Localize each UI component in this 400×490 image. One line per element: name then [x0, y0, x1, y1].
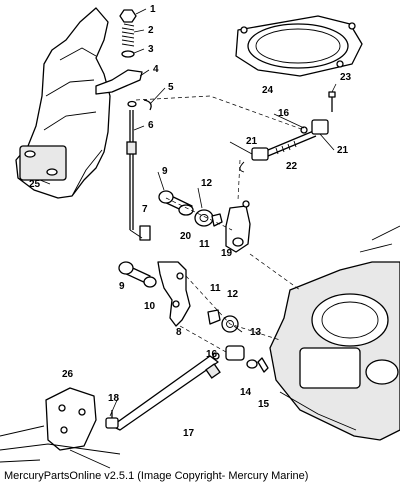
clip-part-7: [129, 225, 151, 241]
callout-label-25: 25: [29, 179, 41, 190]
callout-label-9: 9: [119, 281, 125, 292]
callout-label-18: 18: [108, 393, 120, 404]
upper-bolt-set: [158, 190, 223, 227]
callout-label-2: 2: [148, 25, 154, 36]
callout-label-23: 23: [340, 72, 352, 83]
callout-label-16: 16: [206, 349, 218, 360]
callout-label-11: 11: [210, 283, 221, 294]
callout-label-10: 10: [144, 301, 156, 312]
callout-label-11: 11: [199, 239, 210, 250]
callout-label-17: 17: [183, 428, 195, 439]
callout-label-26: 26: [62, 369, 74, 380]
callout-label-24: 24: [262, 85, 274, 96]
lever-plate-part-8: [157, 261, 191, 327]
callout-label-21: 21: [246, 136, 258, 147]
callout-label-14: 14: [240, 387, 252, 398]
lower-spacer-set: [207, 309, 239, 333]
callout-labels: 1234567899101111121213141516161718192021…: [29, 4, 352, 439]
callout-label-1: 1: [150, 4, 156, 15]
callout-label-3: 3: [148, 44, 154, 55]
floor-bracket-part-26: [0, 387, 121, 469]
callout-label-4: 4: [153, 64, 159, 75]
callout-label-5: 5: [168, 82, 174, 93]
housing-ring-part-24: [235, 15, 363, 77]
callout-label-12: 12: [201, 178, 213, 189]
callout-label-19: 19: [221, 248, 233, 259]
callout-label-6: 6: [148, 120, 154, 131]
callout-label-22: 22: [286, 161, 298, 172]
mounting-bracket-part-25: [15, 7, 111, 199]
callout-label-13: 13: [250, 327, 262, 338]
lower-bolt-set: [118, 261, 157, 288]
callout-label-7: 7: [142, 204, 148, 215]
callout-label-15: 15: [258, 399, 270, 410]
engine-block-part-13: [269, 225, 400, 441]
leader-lines: [39, 8, 337, 417]
callout-label-16: 16: [278, 108, 290, 119]
lower-fitting-set: [212, 345, 269, 373]
shift-rod-part-17: [111, 355, 221, 431]
image-copyright-caption: MercuryPartsOnline v2.5.1 (Image Copyrig…: [4, 470, 309, 482]
alignment-lines: [135, 95, 305, 353]
callout-label-12: 12: [227, 289, 239, 300]
link-rod-assembly: [239, 91, 336, 173]
top-rod-assembly: [95, 9, 152, 230]
callout-label-21: 21: [337, 145, 349, 156]
callout-label-8: 8: [176, 327, 182, 338]
bracket-part-19: [225, 200, 251, 253]
callout-label-20: 20: [180, 231, 192, 242]
callout-label-9: 9: [162, 166, 168, 177]
